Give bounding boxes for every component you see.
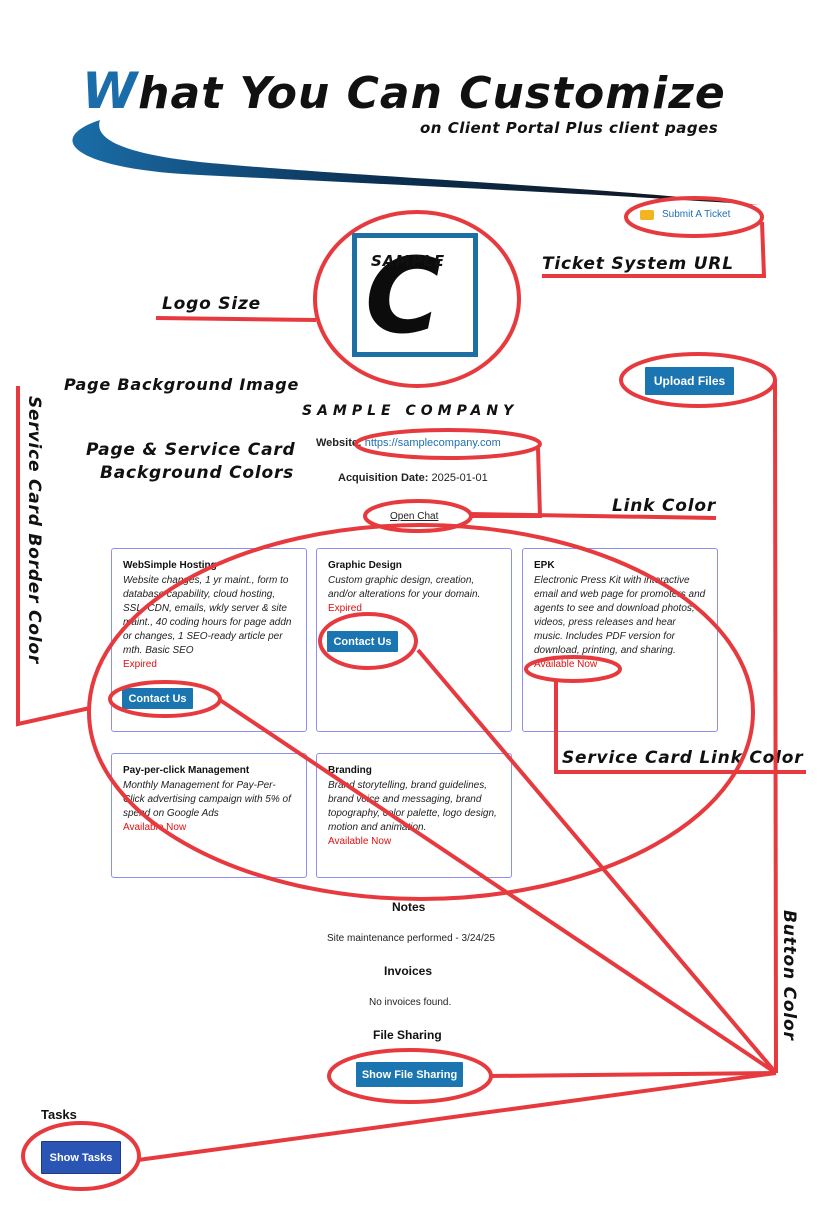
card-description: Electronic Press Kit with interactive em…: [534, 575, 706, 656]
file-sharing-heading: File Sharing: [373, 1028, 442, 1042]
acquisition-line: Acquisition Date: 2025-01-01: [338, 472, 488, 484]
annotation-service-card-border-color: Service Card Border Color: [24, 396, 44, 665]
notes-text: Site maintenance performed - 3/24/25: [327, 933, 495, 944]
acquisition-label: Acquisition Date:: [338, 472, 429, 484]
card-title: Pay-per-click Management: [123, 765, 250, 776]
open-chat-link[interactable]: Open Chat: [390, 511, 439, 522]
notes-heading: Notes: [392, 900, 426, 914]
card-title: Graphic Design: [328, 560, 402, 571]
service-card: EPK Electronic Press Kit with interactiv…: [522, 548, 718, 732]
card-title: WebSimple Hosting: [123, 560, 217, 571]
card-title: EPK: [534, 560, 555, 571]
ticket-icon: [640, 209, 654, 220]
website-label: Website:: [316, 437, 362, 449]
company-name: SAMPLE COMPANY: [302, 403, 519, 419]
show-file-sharing-button[interactable]: Show File Sharing: [356, 1062, 463, 1087]
contact-us-button[interactable]: Contact Us: [122, 688, 193, 709]
upload-files-button[interactable]: Upload Files: [645, 367, 734, 395]
annotation-button-color: Button Color: [779, 910, 799, 1041]
invoices-heading: Invoices: [384, 964, 433, 978]
annotation-colors-line1: Page & Service Card: [86, 440, 296, 460]
service-card: Pay-per-click Management Monthly Managem…: [111, 753, 307, 878]
service-card: Branding Brand storytelling, brand guide…: [316, 753, 512, 878]
annotation-link-color: Link Color: [612, 496, 717, 516]
annotation-ticket-system-url: Ticket System URL: [542, 254, 734, 274]
card-status-link[interactable]: Expired: [123, 659, 157, 670]
annotation-page-bg-image: Page Background Image: [64, 375, 300, 394]
card-status-link[interactable]: Expired: [328, 603, 362, 614]
website-line: Website: https://samplecompany.com: [316, 437, 501, 449]
annotation-logo-size: Logo Size: [162, 294, 261, 314]
logo-text: SAMPLE: [371, 252, 446, 270]
page-subheading: on Client Portal Plus client pages: [420, 119, 719, 137]
submit-ticket-link[interactable]: Submit A Ticket: [640, 209, 730, 220]
card-description: Brand storytelling, brand guidelines, br…: [328, 780, 497, 833]
annotation-colors-line2: Background Colors: [100, 463, 295, 483]
annotation-line: [155, 316, 317, 322]
acquisition-date: 2025-01-01: [431, 472, 488, 484]
invoices-text: No invoices found.: [369, 997, 452, 1008]
show-tasks-button[interactable]: Show Tasks: [41, 1141, 121, 1174]
annotation-line: [773, 379, 778, 1074]
tasks-heading: Tasks: [41, 1107, 77, 1122]
card-description: Custom graphic design, creation, and/or …: [328, 575, 481, 600]
contact-us-button[interactable]: Contact Us: [327, 631, 398, 652]
card-status-link[interactable]: Available Now: [123, 822, 187, 833]
card-description: Website changes, 1 yr maint., form to da…: [123, 575, 292, 656]
annotation-service-card-link-color: Service Card Link Color: [562, 748, 804, 768]
card-status-link[interactable]: Available Now: [328, 836, 392, 847]
annotation-line: [490, 1071, 777, 1078]
card-description: Monthly Management for Pay-Per-Click adv…: [123, 780, 291, 819]
page-heading: What You Can Customize: [82, 62, 726, 120]
card-status-link[interactable]: Available Now: [534, 659, 598, 670]
card-title: Branding: [328, 765, 372, 776]
submit-ticket-label: Submit A Ticket: [662, 209, 731, 220]
company-logo: C SAMPLE: [352, 233, 478, 357]
website-link[interactable]: https://samplecompany.com: [364, 437, 501, 449]
